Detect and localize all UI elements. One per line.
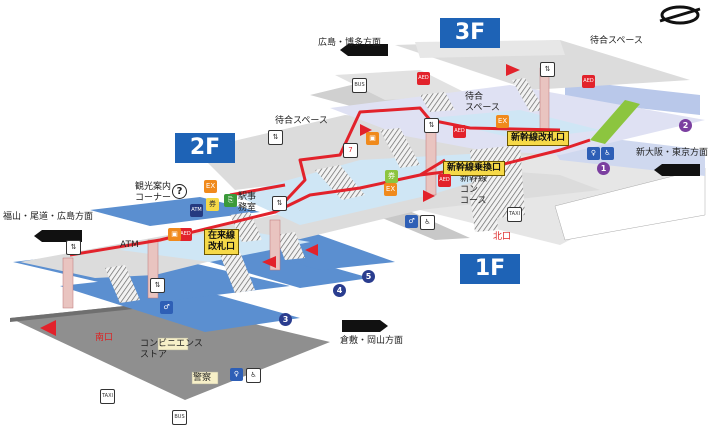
direction-shin-osaka-tokyo: 新大阪・東京方面 <box>636 148 709 158</box>
gate-transfer: 新幹線乗換口 <box>443 161 506 176</box>
locker-icon: ▣ <box>168 228 181 241</box>
route-arrows <box>40 64 520 336</box>
label-shinkansen-concourse: 新幹線 コン コース <box>460 174 488 206</box>
label-station-office: 駅事 務室 <box>238 192 257 213</box>
locker-icon: ▣ <box>366 132 379 145</box>
label-waiting-2f-right: 待合 スペース <box>465 92 500 113</box>
stairs-left-2 <box>220 252 255 293</box>
bus-icon: BUS <box>172 410 187 425</box>
platform-shinkansen-1 <box>565 80 700 115</box>
ex-icon: EX <box>204 180 217 193</box>
gate-conventional: 在来線 改札口 <box>204 229 240 255</box>
taxi-icon: TAXI <box>507 207 522 222</box>
atm-icon: ATM <box>190 204 203 217</box>
label-tourist-info: 観光案内 コーナー <box>135 182 172 203</box>
platform-number-4: 4 <box>333 284 346 297</box>
stairs-left-5 <box>315 165 365 200</box>
platform-number-3: 3 <box>279 313 292 326</box>
convenience-store-block <box>157 337 189 351</box>
wheelchair-icon: ♿ <box>420 215 435 230</box>
aed-icon: AED <box>453 125 466 138</box>
info-icon: ? <box>172 184 187 199</box>
elevator-icon: ⇅ <box>540 62 555 77</box>
elevator-shaft-1 <box>62 257 74 309</box>
elevator-shaft-4 <box>425 129 437 196</box>
label-police: 警察 <box>193 373 212 383</box>
direction-fukuyama: 福山・尾道・広島方面 <box>3 212 94 222</box>
platform-number-5: 5 <box>362 270 375 283</box>
direction-arrows <box>34 44 700 332</box>
aed-icon: AED <box>179 228 192 241</box>
ex-icon: EX <box>384 183 397 196</box>
toilet-icon: ♂ <box>160 301 173 314</box>
floor-3f-label: 3F <box>440 18 500 48</box>
ground-south-slab <box>10 302 330 400</box>
ticket-icon: 券 <box>206 198 219 211</box>
direction-hiroshima-hakata: 広島・博多方面 <box>318 38 382 48</box>
label-atm: ATM <box>120 240 139 250</box>
ticket-office-icon: ⎘ <box>224 194 237 207</box>
stairs-3f-1 <box>512 78 545 112</box>
taxi-icon: TAXI <box>100 389 115 404</box>
label-waiting-3f: 待合スペース <box>590 36 643 46</box>
elevator-shaft-3 <box>269 219 281 271</box>
ex-icon: EX <box>496 115 509 128</box>
label-north-exit: 北口 <box>493 232 512 242</box>
floor-1f-label: 1F <box>460 254 520 284</box>
elevator-shaft-5 <box>539 67 550 139</box>
wheelchair-icon: ♿ <box>601 147 614 160</box>
stairs-2f-mid <box>380 128 420 168</box>
elevator-icon: ⇅ <box>66 240 81 255</box>
stairs-1f-right <box>470 190 498 232</box>
aed-icon: AED <box>438 174 451 187</box>
stairs-3f-2 <box>420 92 455 112</box>
platform-number-1: 1 <box>597 162 610 175</box>
label-waiting-2f-left: 待合スペース <box>275 116 328 126</box>
elevator-icon: ⇅ <box>150 278 165 293</box>
police-box-block <box>191 371 219 385</box>
platform-number-2: 2 <box>679 119 692 132</box>
gate-shinkansen: 新幹線改札口 <box>507 131 570 146</box>
stairs-left-1 <box>105 265 140 303</box>
label-south-exit: 南口 <box>95 333 114 343</box>
stairs-green-escalator <box>590 100 640 144</box>
stairs-left-3 <box>275 232 305 260</box>
direction-kurashiki-okayama: 倉敷・岡山方面 <box>340 336 404 346</box>
toilet-icon: ♀ <box>587 147 600 160</box>
ticket-icon: 券 <box>385 170 398 183</box>
bus-icon: BUS <box>352 78 367 93</box>
elevator-icon: ⇅ <box>272 196 287 211</box>
elevator-icon: ⇅ <box>424 118 439 133</box>
wheelchair-icon: ♿ <box>246 368 261 383</box>
label-convenience-store: コンビニエンス ストア <box>140 339 203 360</box>
floor-2f-label: 2F <box>175 133 235 163</box>
aed-icon: AED <box>582 75 595 88</box>
compass <box>659 5 701 25</box>
elevator-icon: ⇅ <box>268 130 283 145</box>
toilet-icon: ♂ <box>405 215 418 228</box>
aed-icon: AED <box>417 72 430 85</box>
toilet-icon: ♀ <box>230 368 243 381</box>
seven-eleven-icon: 7 <box>343 143 358 158</box>
